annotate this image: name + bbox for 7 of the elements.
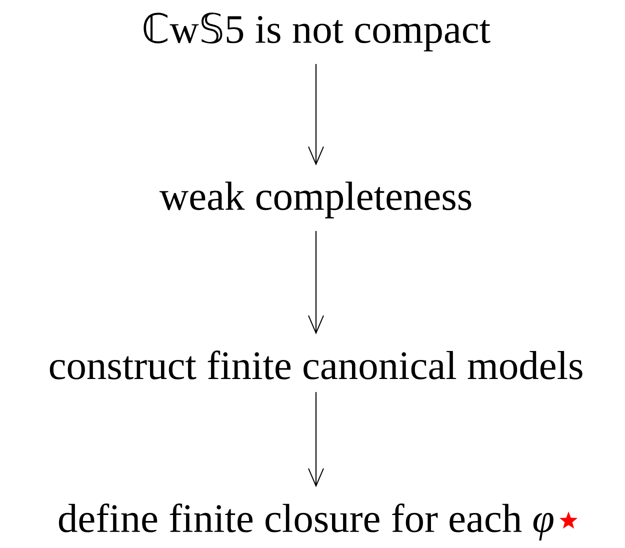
arrow <box>308 230 324 334</box>
arrow <box>308 392 324 488</box>
step-text: ℂw𝕊5 is not compact <box>144 12 490 52</box>
step-text: define finite closure for each φ <box>58 503 554 541</box>
step-text: construct finite canonical models <box>50 350 582 380</box>
arrow <box>308 64 324 166</box>
step-text: weak completeness <box>159 182 472 218</box>
